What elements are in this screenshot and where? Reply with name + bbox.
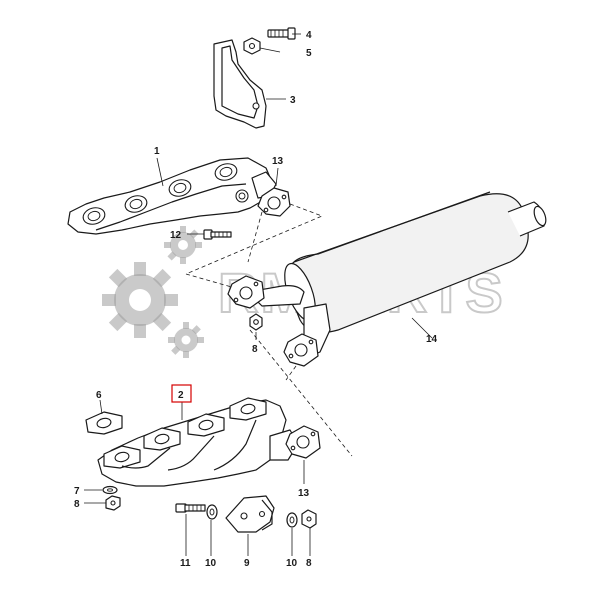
callout-1: 1 xyxy=(154,146,160,157)
manifold-gasket xyxy=(85,411,123,435)
callout-3: 3 xyxy=(290,95,296,106)
callout-4: 4 xyxy=(306,30,312,41)
gear-icon xyxy=(164,226,202,264)
leader-lines xyxy=(84,33,433,556)
callout-6: 6 xyxy=(96,390,102,401)
assembly-lines-lower xyxy=(249,329,353,457)
callout-2: 2 xyxy=(178,390,184,401)
callout-2-highlight xyxy=(171,384,192,403)
support-bracket xyxy=(225,495,275,533)
muffler-inlet-flange-upper xyxy=(227,275,265,309)
gear-icon xyxy=(102,262,178,338)
bolt-12 xyxy=(203,229,232,240)
callout-13-lower: 13 xyxy=(298,488,310,499)
callout-10-right: 10 xyxy=(286,558,298,569)
upper-exhaust-manifold xyxy=(67,157,277,235)
nut-top xyxy=(243,37,261,55)
callout-14: 14 xyxy=(426,334,438,345)
callout-9: 9 xyxy=(244,558,250,569)
callout-8-middle: 8 xyxy=(252,344,258,355)
callout-5: 5 xyxy=(306,48,312,59)
lower-exhaust-manifold xyxy=(97,397,299,487)
callout-13-upper: 13 xyxy=(272,156,284,167)
heat-shield-plate xyxy=(213,39,267,129)
washer-left xyxy=(102,485,118,495)
callout-12: 12 xyxy=(170,230,182,241)
callout-10-left: 10 xyxy=(205,558,217,569)
nut-bottom-right xyxy=(301,509,317,529)
flange-gasket-upper xyxy=(257,187,291,217)
callout-11: 11 xyxy=(180,558,191,569)
callout-8-left: 8 xyxy=(74,499,80,510)
bolt-top xyxy=(267,27,296,40)
washer-bottom-right xyxy=(286,512,298,528)
muffler-inlet-flange-lower xyxy=(283,333,319,367)
flange-gasket-lower xyxy=(285,425,321,459)
washer-bottom-left xyxy=(206,504,218,520)
callout-7: 7 xyxy=(74,486,80,497)
nut-middle xyxy=(249,313,263,331)
bolt-11 xyxy=(175,503,206,513)
gear-icon xyxy=(168,322,204,358)
assembly-lines-upper xyxy=(185,203,324,291)
callout-8-bottom: 8 xyxy=(306,558,312,569)
nut-left xyxy=(105,495,121,511)
